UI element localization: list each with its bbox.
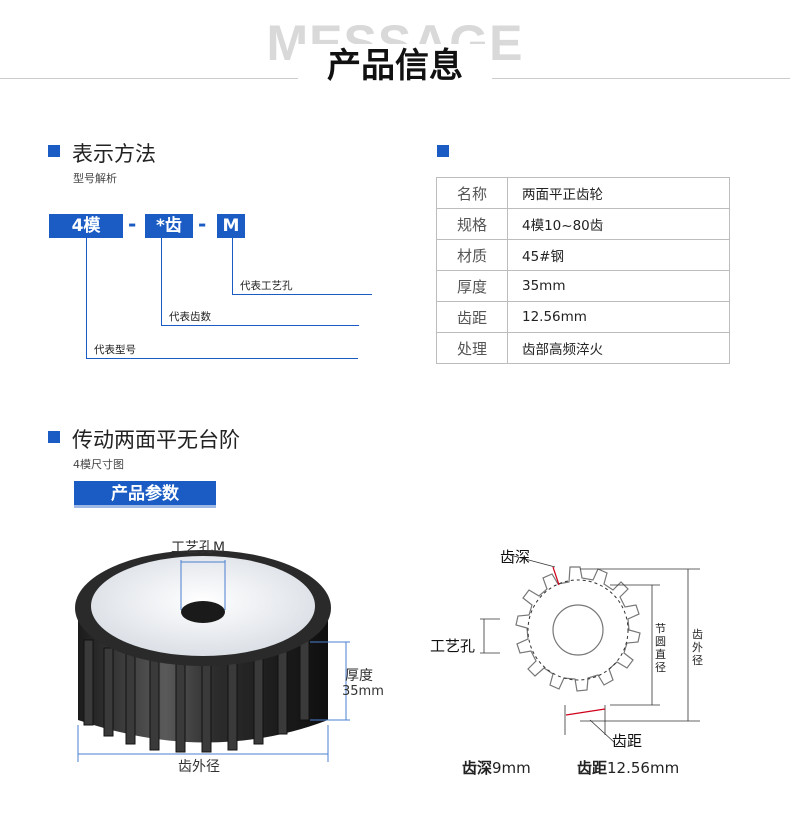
spec-value: 齿部高频淬火 [507, 332, 730, 364]
spec-value: 45#钢 [507, 239, 730, 271]
section-title-notation: 表示方法 [72, 142, 156, 166]
tag-hole: M [217, 214, 245, 238]
section-subtitle-size: 4模尺寸图 [73, 458, 124, 471]
label-char: 节 [655, 622, 666, 635]
table-row: 齿距 12.56mm [436, 301, 730, 333]
bottom-pitch-value: 12.56mm [607, 759, 680, 777]
pitch-circle [527, 579, 629, 681]
diagram-bore [552, 604, 604, 656]
tag-separator: - [198, 212, 207, 236]
diagram-label-pitch: 齿距 [612, 732, 643, 750]
tag-separator: - [128, 212, 137, 236]
header-title-backdrop [298, 44, 492, 86]
label-char: 外 [692, 641, 703, 654]
spec-key: 材质 [436, 239, 508, 271]
table-row: 处理 齿部高频淬火 [436, 332, 730, 364]
label-char: 径 [692, 654, 703, 667]
diagram-label-hole: 工艺孔 [430, 637, 476, 655]
spec-value: 4模10~80齿 [507, 208, 730, 240]
spec-key: 名称 [436, 177, 508, 209]
annotation-model: 代表型号 [94, 344, 136, 356]
section-subtitle-notation: 型号解析 [73, 172, 117, 185]
spec-table: 名称 两面平正齿轮 规格 4模10~80齿 材质 45#钢 厚度 35mm 齿距… [436, 177, 730, 364]
table-row: 名称 两面平正齿轮 [436, 177, 730, 209]
connector-model-vertical [86, 238, 87, 358]
gear-diagram [480, 554, 700, 744]
section-title-transmission: 传动两面平无台阶 [72, 428, 240, 452]
photo-label-hole: 工艺孔M [171, 540, 226, 556]
diagram-label-depth: 齿深 [500, 548, 531, 566]
tag-module: 4模 [49, 214, 123, 238]
connector-hole-horizontal [232, 294, 372, 295]
table-row: 规格 4模10~80齿 [436, 208, 730, 240]
photo-label-thickness: 厚度 [345, 668, 373, 684]
connector-model-horizontal [86, 358, 358, 359]
connector-hole-vertical [232, 238, 233, 294]
label-char: 径 [655, 661, 666, 674]
gear-bore [181, 601, 225, 623]
header-rule-left [0, 78, 298, 79]
bottom-depth-label: 齿深 [462, 759, 493, 777]
spec-value: 12.56mm [507, 301, 730, 333]
diagram-label-pitch-diameter: 节 圆 直 径 [655, 622, 669, 674]
header-rule-right [492, 78, 790, 79]
bottom-depth: 齿深9mm [462, 757, 531, 778]
spec-key: 处理 [436, 332, 508, 364]
table-row: 厚度 35mm [436, 270, 730, 302]
label-char: 圆 [655, 635, 666, 648]
annotation-process-hole: 代表工艺孔 [240, 280, 293, 292]
section-marker [48, 145, 60, 157]
banner-underline [74, 505, 216, 508]
bottom-pitch-label: 齿距 [577, 759, 608, 777]
connector-teeth-vertical [161, 238, 162, 325]
spec-value: 两面平正齿轮 [507, 177, 730, 209]
spec-key: 规格 [436, 208, 508, 240]
photo-label-thickness-value: 35mm [342, 684, 384, 699]
spec-key: 齿距 [436, 301, 508, 333]
label-char: 齿 [692, 628, 703, 641]
product-params-banner: 产品参数 [74, 481, 216, 508]
bottom-pitch: 齿距12.56mm [577, 757, 679, 778]
photo-label-outer-diameter: 齿外径 [178, 759, 220, 775]
page-title: 产品信息 [327, 46, 463, 86]
spec-value: 35mm [507, 270, 730, 302]
spec-key: 厚度 [436, 270, 508, 302]
connector-teeth-horizontal [161, 325, 359, 326]
label-char: 直 [655, 648, 666, 661]
bottom-depth-value: 9mm [492, 759, 531, 777]
section-marker [437, 145, 449, 157]
section-marker [48, 431, 60, 443]
diagram-label-outer-diameter: 齿 外 径 [692, 628, 706, 667]
annotation-tooth-count: 代表齿数 [169, 311, 211, 323]
table-row: 材质 45#钢 [436, 239, 730, 271]
gear-photo [75, 550, 350, 762]
tag-tooth-count: *齿 [145, 214, 193, 238]
